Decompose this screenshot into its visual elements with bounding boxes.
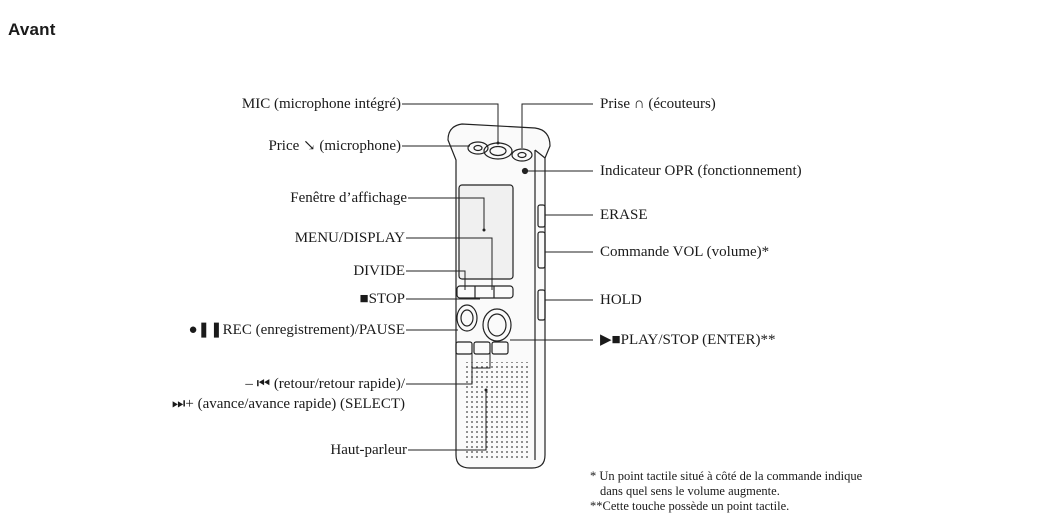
label-stop: ■STOP [359, 291, 405, 307]
label-forward: ⏭+ (avance/avance rapide) (SELECT) [171, 396, 405, 412]
label-headphone-jack: Prise ∩ (écouteurs) [600, 96, 716, 112]
label-divide: DIVIDE [353, 263, 405, 279]
footnote-play: **Cette touche possède un point tactile. [590, 499, 790, 513]
label-play-stop: ▶■PLAY/STOP (ENTER)** [600, 332, 776, 348]
label-mic: MIC (microphone intégré) [241, 96, 401, 112]
label-erase: ERASE [600, 207, 648, 223]
footnote-vol-cont: dans quel sens le volume augmente. [600, 484, 780, 498]
speaker-grille [463, 362, 531, 460]
label-display-window: Fenêtre d’affichage [290, 190, 407, 206]
label-vol: Commande VOL (volume)* [600, 244, 770, 260]
label-rec-pause: ●❚❚REC (enregistrement)/PAUSE [188, 322, 405, 338]
label-speaker: Haut-parleur [330, 442, 407, 458]
footnote-vol: * Un point tactile situé à côté de la co… [590, 469, 863, 483]
label-opr-indicator: Indicateur OPR (fonctionnement) [600, 163, 802, 179]
label-rewind: – ⏮ (retour/retour rapide)/ [245, 376, 405, 392]
label-hold: HOLD [600, 292, 642, 308]
section-heading: Avant [8, 20, 56, 39]
label-menu-display: MENU/DISPLAY [294, 230, 405, 246]
label-mic-jack: Price ↘ (microphone) [268, 138, 401, 154]
